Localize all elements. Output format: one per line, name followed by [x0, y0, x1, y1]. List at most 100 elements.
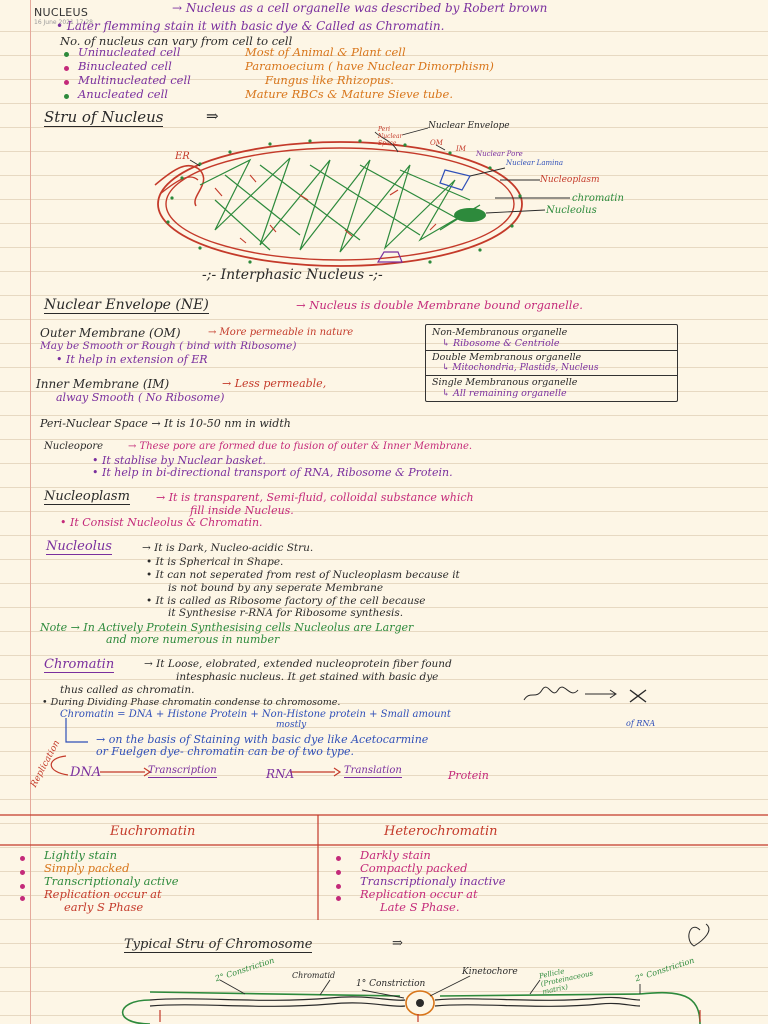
nucleopore-point-1: • It stablise by Nuclear basket. — [92, 454, 266, 467]
nucleolus-note-1: Note → In Actively Protein Synthesising … — [40, 621, 414, 634]
table-divider — [426, 350, 677, 351]
arrow-icon: ⇒ — [206, 107, 219, 125]
label-chromatin: chromatin — [572, 193, 624, 204]
nucleolus-point-3: • It is called as Ribosome factory of th… — [146, 595, 426, 607]
chromatin-desc: → It Loose, elobrated, extended nucleopr… — [144, 658, 452, 670]
heterochromatin-title: Heterochromatin — [384, 824, 498, 839]
structure-heading: Stru of Nucleus — [44, 108, 164, 127]
bullet-dot — [20, 896, 25, 901]
nucleolus-note-2: and more numerous in number — [106, 633, 280, 646]
cell-type-term: Binucleated cell — [78, 59, 172, 73]
nucleoplasm-desc: → It is transparent, Semi-fluid, colloid… — [156, 491, 474, 504]
table-row-sub: ↳ All remaining organelle — [442, 388, 567, 399]
label-nucleolus: Nucleolus — [546, 205, 597, 216]
table-row-title: Single Membranous organelle — [432, 377, 578, 388]
chromatin-equation: Chromatin = DNA + Histone Protein + Non-… — [60, 709, 451, 720]
nucleolus-point-2b: is not bound by any seperate Membrane — [168, 582, 384, 594]
intro-line-3: No. of nucleus can vary from cell to cel… — [60, 34, 293, 48]
dogma-dna: DNA — [70, 765, 102, 780]
chromatin-mostly-note: mostly — [276, 720, 307, 730]
cell-type-example: Paramoecium ( have Nuclear Dimorphism) — [245, 59, 494, 73]
nucleoplasm-desc-2: fill inside Nucleus. — [190, 504, 294, 517]
om-desc: → More permeable in nature — [208, 327, 354, 338]
heterochromatin-point: Transcriptionaly inactive — [360, 874, 506, 888]
bullet-dot — [336, 870, 341, 875]
dogma-translation: Translation — [344, 765, 402, 778]
euchromatin-point: Transcriptionaly active — [44, 874, 179, 888]
chromatin-types-2: or Fuelgen dye- chromatin can be of two … — [96, 745, 355, 758]
nucleolus-desc: → It is Dark, Nucleo-acidic Stru. — [142, 542, 314, 554]
table-divider — [426, 375, 677, 376]
perinuclear-space-line: Peri-Nuclear Space → It is 10-50 nm in w… — [40, 417, 291, 430]
cell-type-example: Most of Animal & Plant cell — [245, 45, 406, 59]
bullet-dot — [64, 80, 69, 85]
cell-type-term: Anucleated cell — [78, 87, 168, 101]
euchromatin-point: Simply packed — [44, 861, 130, 875]
label-chromatid: Chromatid — [292, 971, 336, 980]
chromatin-desc-2: intesphasic nucleus. It get stained with… — [176, 671, 439, 683]
diagram-caption: -;- Interphasic Nucleus -;- — [202, 267, 383, 283]
euchromatin-point: Replication occur at — [44, 887, 162, 901]
cell-type-example: Fungus like Rhizopus. — [265, 73, 394, 87]
note-title: NUCLEUS — [34, 6, 89, 19]
nucleolus-heading: Nucleolus — [46, 539, 112, 555]
cell-type-term: Uninucleated cell — [78, 45, 181, 59]
table-row-title: Double Membranous organelle — [432, 352, 582, 363]
bullet-dot — [20, 870, 25, 875]
im-line-2: alway Smooth ( No Ribosome) — [56, 391, 225, 404]
im-label: Inner Membrane (IM) — [36, 377, 170, 391]
intro-line-2: • Later flemming stain it with basic dye… — [56, 19, 445, 33]
heterochromatin-point: Late S Phase. — [380, 900, 460, 914]
chromatin-desc-3: thus called as chromatin. — [60, 684, 195, 696]
nucleoplasm-point-1: • It Consist Nucleolus & Chromatin. — [60, 516, 263, 529]
label-im: IM — [456, 145, 466, 153]
bullet-dot — [20, 856, 25, 861]
label-perinuclear-space: Peri Nuclear Space — [378, 126, 403, 147]
note-date: 16 June 2021 17:28 — [34, 19, 93, 26]
chromatin-heading: Chromatin — [44, 657, 115, 673]
nucleolus-point-2: • It can not seperated from rest of Nucl… — [146, 569, 460, 581]
dogma-transcription: Transcription — [148, 765, 217, 778]
label-primary-constriction: 1° Constriction — [356, 979, 426, 989]
om-line-3: • It help in extension of ER — [56, 353, 208, 366]
im-desc: → Less permeable, — [222, 377, 327, 390]
euchromatin-point: early S Phase — [64, 900, 144, 914]
label-nucleoplasm: Nucleoplasm — [540, 175, 600, 185]
bullet-dot — [64, 94, 69, 99]
bullet-dot — [64, 66, 69, 71]
dogma-protein: Protein — [448, 769, 489, 782]
heterochromatin-point: Compactly packed — [360, 861, 468, 875]
euchromatin-title: Euchromatin — [110, 824, 196, 839]
om-label: Outer Membrane (OM) — [40, 326, 181, 340]
label-er: ER — [175, 151, 190, 162]
label-nuclear-pore: Nuclear Pore — [476, 150, 523, 158]
table-row-title: Non-Membranous organelle — [432, 327, 568, 338]
nucleoplasm-heading: Nucleoplasm — [44, 489, 130, 505]
margin-line — [30, 0, 31, 1024]
label-om: OM — [430, 139, 443, 147]
cell-type-term: Multinucleated cell — [78, 73, 191, 87]
bullet-dot — [64, 52, 69, 57]
chromatin-rna-note: of RNA — [626, 719, 656, 728]
cell-type-example: Mature RBCs & Mature Sieve tube. — [245, 87, 453, 101]
euchromatin-point: Lightly stain — [44, 848, 117, 862]
ne-heading: Nuclear Envelope (NE) — [44, 297, 209, 314]
nucleus-diagram — [154, 127, 570, 267]
bullet-dot — [336, 896, 341, 901]
table-row-sub: ↳ Mitochondria, Plastids, Nucleus — [442, 363, 599, 373]
label-nuclear-lamina: Nuclear Lamina — [506, 159, 564, 167]
arrow-icon: ⇒ — [392, 936, 403, 951]
organelle-table: Non-Membranous organelle ↳ Ribosome & Ce… — [425, 324, 678, 402]
chromosome-heading: Typical Stru of Chromosome — [124, 937, 313, 953]
bullet-dot — [20, 884, 25, 889]
nucleolus-point-3b: it Synthesise r-RNA for Ribosome synthes… — [168, 607, 404, 619]
bullet-dot — [336, 856, 341, 861]
nucleolus-point-1: • It is Spherical in Shape. — [146, 556, 284, 568]
chromatin-point-1: • During Dividing Phase chromatin conden… — [42, 697, 341, 708]
ne-desc: → Nucleus is double Membrane bound organ… — [296, 298, 583, 312]
bullet-dot — [336, 884, 341, 889]
